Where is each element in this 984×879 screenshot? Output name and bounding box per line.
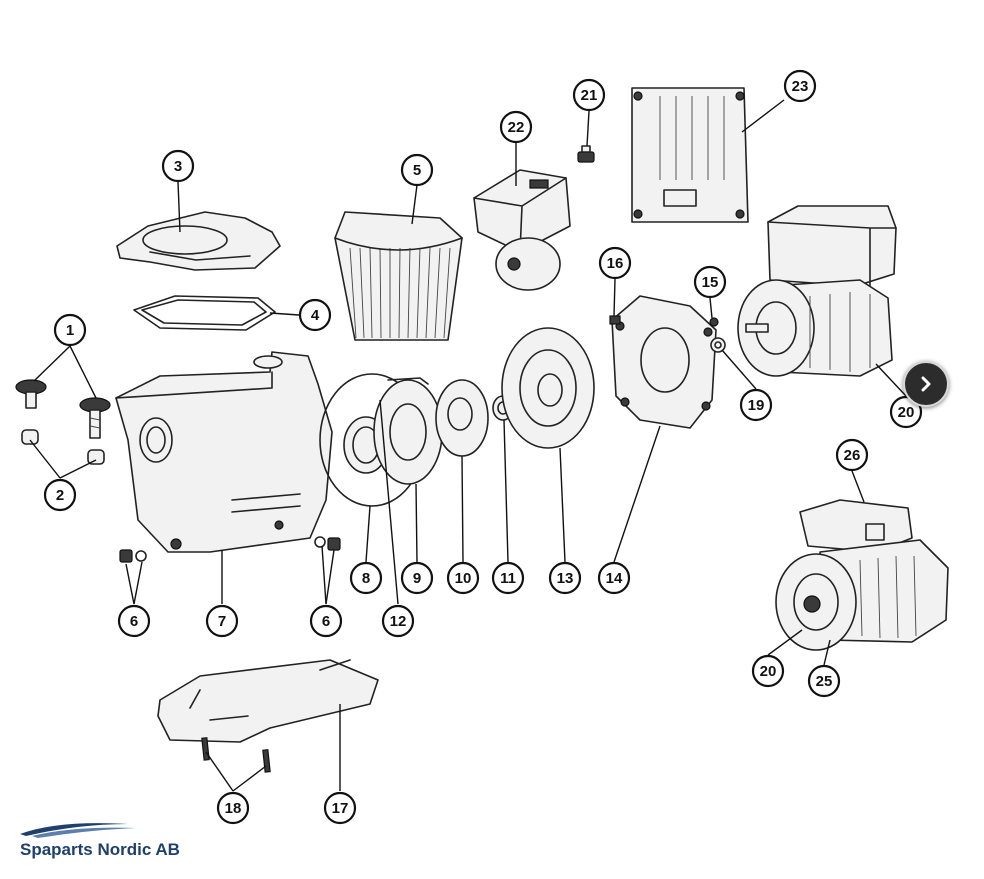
svg-text:21: 21: [581, 87, 598, 104]
svg-text:6: 6: [322, 613, 330, 630]
callout-4: 4: [298, 298, 332, 332]
callout-19: 19: [739, 388, 773, 422]
callout-20-bottom: 20: [751, 654, 785, 688]
company-logo-text: Spaparts Nordic AB: [20, 840, 180, 859]
callout-20-top: 20: [889, 395, 923, 429]
callout-11: 11: [491, 561, 525, 595]
svg-text:4: 4: [311, 307, 320, 324]
part-19-slinger-washer: [710, 337, 726, 353]
callout-12: 12: [381, 604, 415, 638]
callout-10: 10: [446, 561, 480, 595]
svg-text:10: 10: [455, 570, 472, 587]
svg-text:9: 9: [413, 570, 421, 587]
svg-text:17: 17: [332, 800, 349, 817]
callout-26: 26: [835, 438, 869, 472]
callout-22: 22: [499, 110, 533, 144]
svg-text:12: 12: [390, 613, 407, 630]
leader-lines: [29, 99, 907, 792]
part-3-strainer-lid: [116, 211, 281, 271]
svg-text:20: 20: [898, 404, 915, 421]
part-17-pump-base: [157, 659, 379, 743]
callout-23: 23: [783, 69, 817, 103]
callout-2: 2: [43, 478, 77, 512]
next-image-button[interactable]: [903, 361, 949, 407]
svg-text:13: 13: [557, 570, 574, 587]
part-25-standard-motor: [775, 499, 949, 651]
svg-text:1: 1: [66, 322, 74, 339]
part-14-motor-bracket: [611, 295, 717, 429]
svg-text:5: 5: [413, 162, 421, 179]
svg-text:3: 3: [174, 158, 182, 175]
callout-6-right: 6: [309, 604, 343, 638]
svg-text:16: 16: [607, 255, 624, 272]
svg-text:19: 19: [748, 397, 765, 414]
callout-25: 25: [807, 664, 841, 698]
svg-text:6: 6: [130, 613, 138, 630]
part-16-studs: [609, 315, 621, 325]
part-21-cable-gland: [577, 145, 595, 163]
part-23-control-box: [631, 87, 749, 223]
callout-13: 13: [548, 561, 582, 595]
callout-16: 16: [598, 246, 632, 280]
svg-text:22: 22: [508, 119, 525, 136]
callout-6-left: 6: [117, 604, 151, 638]
part-9-diffuser: [373, 377, 443, 485]
callout-3: 3: [161, 149, 195, 183]
wave-logo-icon: [20, 823, 136, 838]
callout-7: 7: [205, 604, 239, 638]
svg-text:15: 15: [702, 274, 719, 291]
svg-text:14: 14: [606, 570, 623, 587]
callout-14: 14: [597, 561, 631, 595]
callout-21: 21: [572, 78, 606, 112]
svg-text:7: 7: [218, 613, 226, 630]
svg-text:2: 2: [56, 487, 64, 504]
part-20-motor-variable-speed: [737, 205, 897, 377]
callout-9: 9: [400, 561, 434, 595]
part-18-base-screws: [201, 737, 271, 773]
part-2-drain-plugs: [21, 429, 105, 465]
part-5-strainer-basket: [334, 211, 463, 341]
svg-text:8: 8: [362, 570, 370, 587]
svg-text:11: 11: [500, 570, 516, 587]
svg-text:26: 26: [844, 447, 861, 464]
part-22-drive-unit: [473, 169, 571, 291]
callout-8: 8: [349, 561, 383, 595]
chevron-right-icon: [921, 376, 931, 392]
part-4-lid-gasket: [133, 295, 276, 331]
callout-17: 17: [323, 791, 357, 825]
callout-5: 5: [400, 153, 434, 187]
callout-15: 15: [693, 265, 727, 299]
part-15-bolt: [709, 317, 719, 327]
svg-text:20: 20: [760, 663, 777, 680]
svg-text:25: 25: [816, 673, 833, 690]
part-13-seal-plate: [501, 327, 595, 449]
part-1-lid-knobs: [15, 379, 111, 439]
callout-1: 1: [53, 313, 87, 347]
company-logo: Spaparts Nordic AB: [18, 818, 233, 862]
part-10-impeller: [435, 379, 489, 457]
svg-text:23: 23: [792, 78, 809, 95]
callout-18: 18: [216, 791, 250, 825]
part-7-pump-housing: [115, 351, 333, 553]
part-6-drain-fittings: [119, 536, 341, 563]
svg-text:18: 18: [225, 800, 242, 817]
